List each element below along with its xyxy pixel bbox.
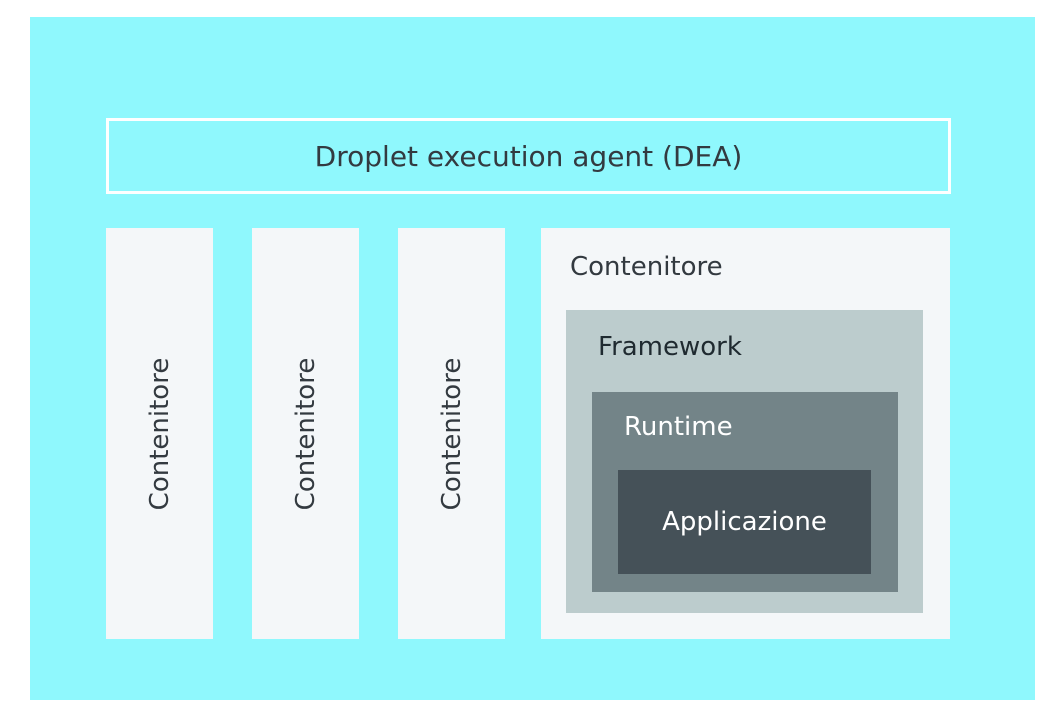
- application-label: Applicazione: [662, 507, 827, 537]
- dea-label: Droplet execution agent (DEA): [314, 139, 743, 173]
- container-label: Contenitore: [144, 357, 175, 510]
- container-label: Contenitore: [290, 357, 321, 510]
- container-label: Contenitore: [436, 357, 467, 510]
- dea-box: Droplet execution agent (DEA): [106, 118, 951, 194]
- container-column-2: Contenitore: [252, 228, 359, 639]
- main-container-box: Contenitore Framework Runtime Applicazio…: [541, 228, 950, 639]
- main-container-label: Contenitore: [570, 252, 723, 282]
- runtime-label: Runtime: [624, 412, 733, 442]
- runtime-box: Runtime Applicazione: [592, 392, 898, 592]
- framework-label: Framework: [598, 332, 742, 362]
- framework-box: Framework Runtime Applicazione: [566, 310, 923, 613]
- container-column-3: Contenitore: [398, 228, 505, 639]
- application-box: Applicazione: [618, 470, 871, 574]
- container-column-1: Contenitore: [106, 228, 213, 639]
